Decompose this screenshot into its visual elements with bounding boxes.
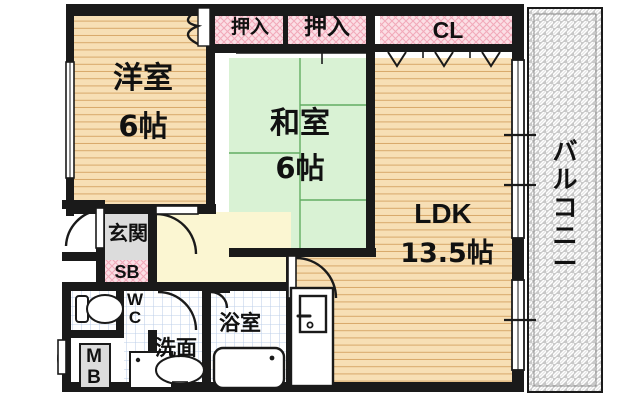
room-labels: 洋室 6帖 和室 6帖 LDK 13.5帖 玄関 洗面 浴室 — [108, 61, 494, 360]
kitchen-sink-counter — [289, 286, 335, 388]
room-label-ldk: LDK — [414, 198, 472, 229]
room-label-genkan: 玄関 — [108, 221, 148, 245]
room-fill-ldk — [374, 58, 516, 390]
room-size-ldk: 13.5帖 — [400, 238, 494, 269]
entrance-swing-door — [64, 208, 101, 247]
toilet-fixture — [75, 294, 124, 324]
meter-box-housing — [79, 343, 111, 389]
storage-label-oshiire-1: 押入 — [231, 15, 269, 38]
wc-swing-door — [157, 290, 198, 331]
bathtub-fixture — [212, 346, 286, 390]
room-label-washitsu: 和室 — [270, 106, 330, 141]
room-label-yokushitsu: 浴室 — [219, 311, 261, 335]
closet-door-markers — [186, 7, 501, 68]
folding-closet-door — [186, 7, 211, 47]
room-label-senmen: 洗面 — [155, 336, 197, 360]
storage-label-oshiire-2: 押入 — [304, 14, 350, 40]
room-fill-youshitsu — [72, 16, 214, 212]
wash-basin-fixture — [155, 355, 205, 385]
storage-fill-shoe-box — [104, 260, 154, 282]
sash-markers — [504, 133, 536, 322]
balcony-label: バルコニー — [552, 137, 577, 278]
tatami-mat-grid — [229, 58, 371, 248]
entry-fill-genkan — [104, 206, 154, 262]
balcony: バルコニー — [527, 7, 603, 393]
utility-label-shoe-box: SB — [114, 262, 139, 282]
storage-labels: 押入 押入 CL — [231, 14, 463, 43]
windows — [65, 59, 536, 371]
bath-door — [210, 290, 229, 309]
storage-label-cl: CL — [433, 17, 464, 43]
balcony-inner-edge — [533, 13, 597, 387]
fixtures — [75, 286, 335, 390]
walls — [62, 4, 524, 392]
room-size-washitsu: 6帖 — [275, 151, 324, 185]
room-label-youshitsu: 洋室 — [113, 61, 173, 96]
room-size-youshitsu: 6帖 — [118, 109, 167, 143]
doors — [57, 205, 338, 375]
washitsu-swing-door — [295, 256, 338, 299]
balcony-slab — [527, 7, 603, 393]
